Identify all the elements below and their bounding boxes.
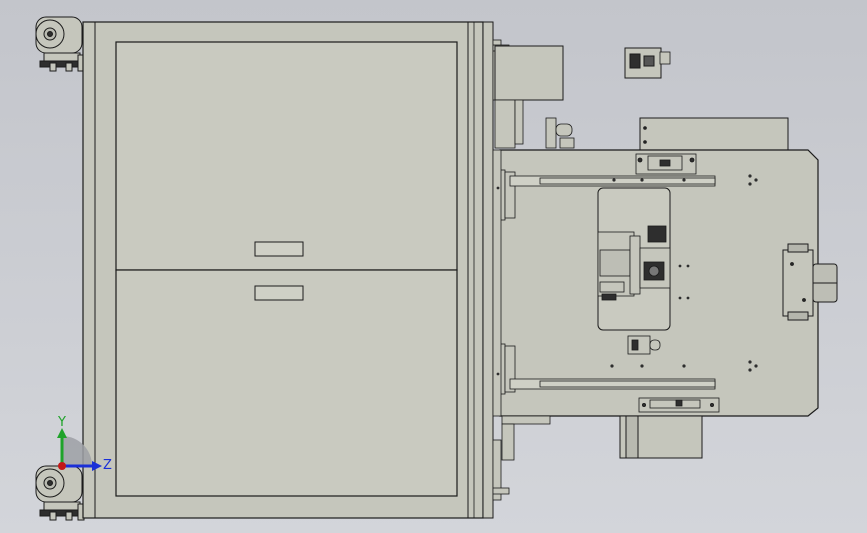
gripper-mechanism	[597, 225, 671, 301]
lower-cabinet-door[interactable]	[115, 269, 458, 497]
bracket-box	[639, 117, 789, 151]
caster-top	[35, 16, 85, 72]
z-axis-label: Z	[103, 458, 112, 473]
small-valve	[627, 335, 661, 355]
cylinder-fitting	[545, 117, 575, 149]
lower-block	[501, 415, 703, 461]
sensor-unit	[624, 47, 671, 79]
upper-door-handle	[254, 241, 304, 257]
mounting-holes	[496, 174, 758, 376]
upper-cabinet-door[interactable]	[115, 41, 458, 271]
control-box	[494, 45, 564, 149]
caster-bottom	[35, 465, 85, 521]
y-axis-label: Y	[57, 415, 66, 430]
upper-linear-rail	[509, 175, 716, 187]
top-carriage	[635, 153, 697, 175]
x-axis-dot	[58, 462, 66, 470]
lower-door-handle	[254, 285, 304, 301]
left-rail-assembly	[492, 149, 516, 417]
bottom-carriage	[638, 397, 720, 413]
coordinate-triad	[57, 428, 102, 471]
side-motor	[782, 243, 838, 321]
lower-linear-rail	[509, 378, 716, 390]
